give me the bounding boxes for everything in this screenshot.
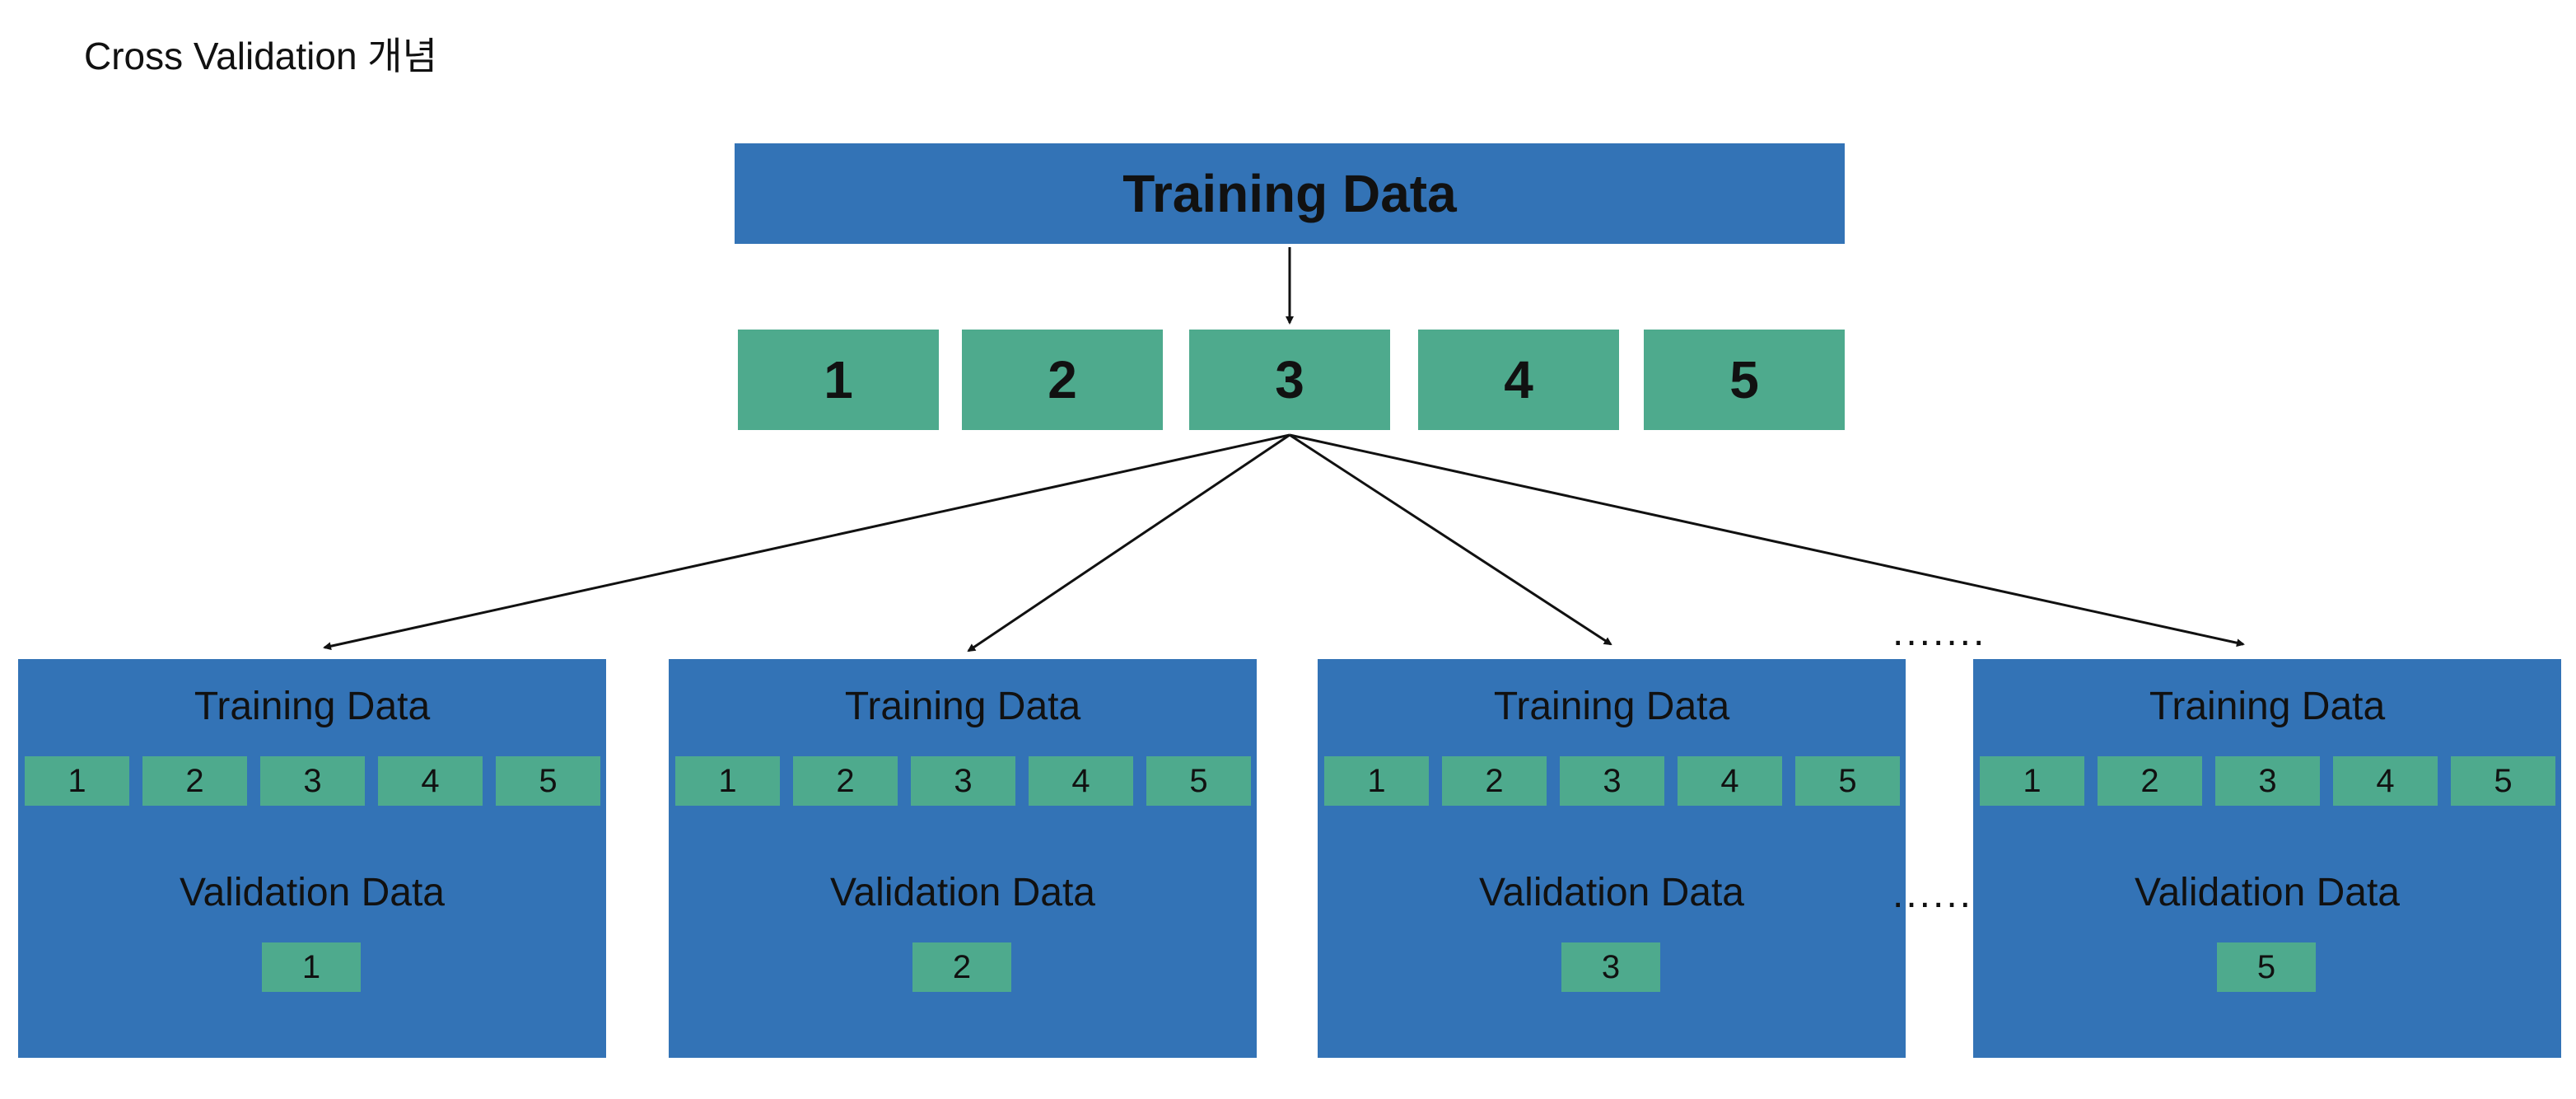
fold-panel-2: Training Data 1 2 3 4 5 Validation Data … [669, 659, 1257, 1058]
panel-fold-3: 3 [2215, 756, 2320, 806]
arrow-to-panel-1 [323, 433, 1290, 651]
panel-training-label: Training Data [844, 685, 1081, 728]
top-training-data: Training Data [735, 143, 1845, 244]
panel-validation-fold: 1 [262, 942, 361, 992]
fold-panel-4: Training Data 1 2 3 4 5 Validation Data … [1973, 659, 2561, 1058]
panel-fold-4: 4 [2333, 756, 2438, 806]
panel-fold-row: 1 2 3 4 5 [25, 756, 600, 806]
panel-fold-row: 1 2 3 4 5 [1324, 756, 1900, 806]
panel-fold-3: 3 [260, 756, 365, 806]
panel-fold-1: 1 [25, 756, 129, 806]
panel-fold-1: 1 [1324, 756, 1429, 806]
fold-panel-1: Training Data 1 2 3 4 5 Validation Data … [18, 659, 606, 1058]
panel-fold-2: 2 [793, 756, 898, 806]
panel-fold-4: 4 [378, 756, 483, 806]
panel-training-label: Training Data [194, 685, 431, 728]
panel-fold-4: 4 [1029, 756, 1133, 806]
panel-validation-fold: 2 [912, 942, 1011, 992]
top-fold-5: 5 [1644, 330, 1845, 430]
panel-fold-2: 2 [2098, 756, 2202, 806]
panel-fold-4: 4 [1678, 756, 1782, 806]
panel-validation-fold: 3 [1561, 942, 1660, 992]
panel-fold-row: 1 2 3 4 5 [1980, 756, 2555, 806]
fold-panel-3: Training Data 1 2 3 4 5 Validation Data … [1318, 659, 1906, 1058]
top-fold-4: 4 [1418, 330, 1619, 430]
panel-fold-5: 5 [2451, 756, 2555, 806]
ellipsis-middle: ....... [1892, 872, 1987, 916]
panel-fold-5: 5 [1146, 756, 1251, 806]
panel-fold-3: 3 [1560, 756, 1664, 806]
panel-fold-5: 5 [496, 756, 600, 806]
panel-fold-3: 3 [911, 756, 1015, 806]
panel-fold-1: 1 [1980, 756, 2084, 806]
panel-validation-label: Validation Data [2135, 871, 2400, 914]
arrow-to-panel-4 [1289, 433, 2245, 648]
panel-fold-2: 2 [1442, 756, 1547, 806]
panel-fold-5: 5 [1795, 756, 1900, 806]
panel-validation-label: Validation Data [830, 871, 1095, 914]
panel-validation-label: Validation Data [1479, 871, 1744, 914]
panel-validation-label: Validation Data [180, 871, 445, 914]
page-title: Cross Validation 개념 [84, 35, 437, 77]
top-fold-1: 1 [738, 330, 939, 430]
arrow-to-panel-2 [967, 433, 1290, 652]
ellipsis-top: ....... [1892, 610, 1987, 654]
top-fold-2: 2 [962, 330, 1163, 430]
top-fold-3: 3 [1189, 330, 1390, 430]
panel-training-label: Training Data [1493, 685, 1730, 728]
arrow-to-panel-3 [1289, 433, 1612, 646]
panel-fold-2: 2 [142, 756, 247, 806]
panel-validation-fold: 5 [2217, 942, 2316, 992]
panel-training-label: Training Data [2149, 685, 2386, 728]
panel-fold-1: 1 [675, 756, 780, 806]
panel-fold-row: 1 2 3 4 5 [675, 756, 1251, 806]
